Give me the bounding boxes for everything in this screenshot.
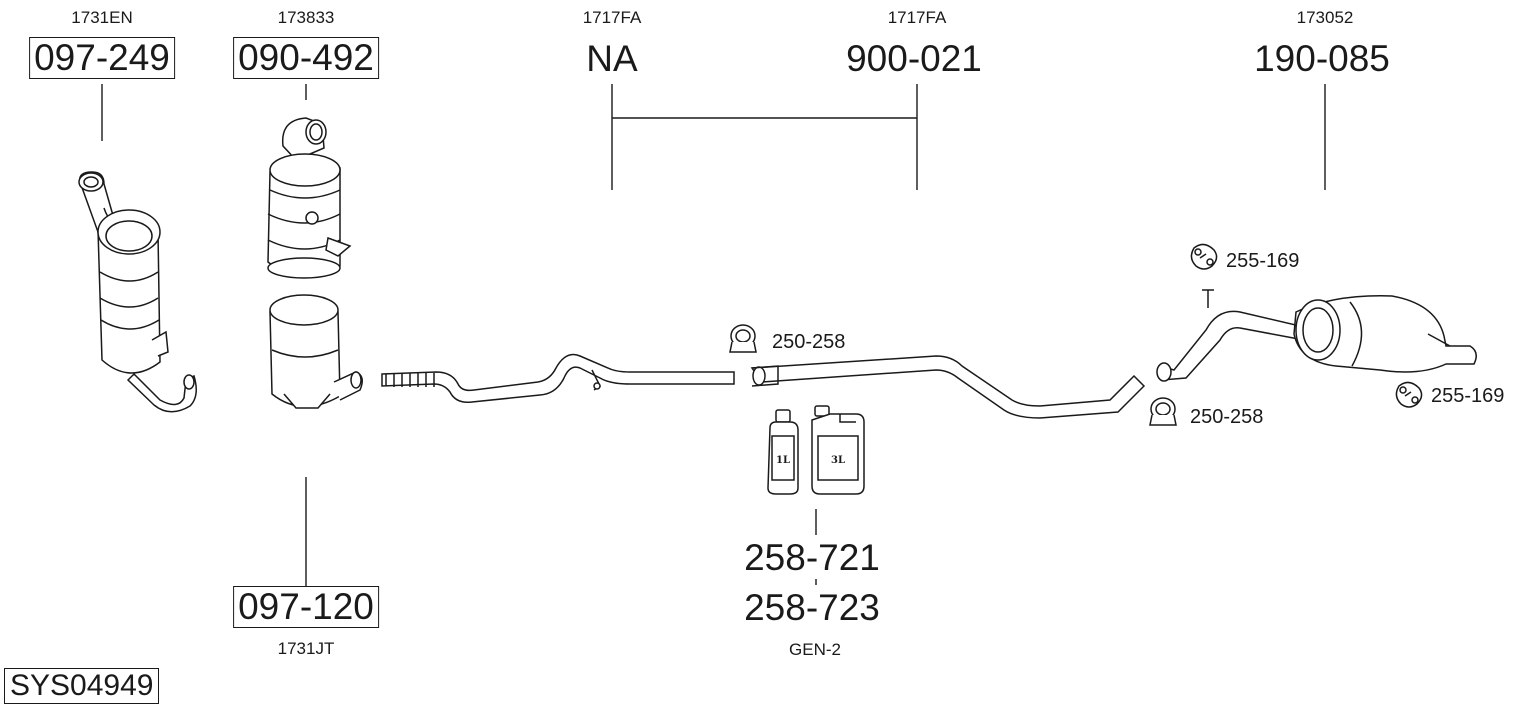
fluid-number-258-723[interactable]: 258-723 <box>744 587 880 628</box>
oe-code-label: 173052 <box>1296 8 1354 27</box>
fluid-code-label: GEN-2 <box>789 640 841 659</box>
bottle-small-label: 1L <box>776 455 790 466</box>
silencer-icon <box>1156 289 1477 382</box>
mount-number[interactable]: 255-169 <box>1431 385 1505 407</box>
bottle-large-label: 3L <box>831 455 845 466</box>
exhaust-pipe-icon <box>750 355 1146 419</box>
rubber-mount-icon <box>1190 243 1218 270</box>
rubber-mount-icon <box>1395 381 1423 408</box>
oe-code-label: 1717FA <box>582 8 642 27</box>
oe-code-label: 1717FA <box>887 8 947 27</box>
oe-code-label: 1731EN <box>71 8 133 27</box>
leader-line-900-021 <box>611 84 918 190</box>
clamp-number[interactable]: 250-258 <box>1190 406 1264 428</box>
particulate-filter-icon <box>267 117 352 279</box>
clamp-icon <box>1149 397 1177 426</box>
clamp-icon <box>729 324 757 353</box>
oe-code-label: 1731JT <box>277 639 335 658</box>
part-number-190-085[interactable]: 190-085 <box>1254 38 1390 79</box>
particulate-filter-icon <box>269 294 363 409</box>
part-number-na: NA <box>586 38 638 79</box>
part-number-097-249[interactable]: 097-249 <box>29 37 175 79</box>
clamp-number[interactable]: 250-258 <box>772 331 846 353</box>
fluid-bottle-icon: 1L <box>767 409 799 495</box>
mount-number[interactable]: 255-169 <box>1226 250 1300 272</box>
part-number-900-021[interactable]: 900-021 <box>846 38 982 79</box>
catalytic-converter-icon <box>78 171 197 413</box>
exhaust-pipe-icon <box>381 353 735 404</box>
fluid-number-258-721[interactable]: 258-721 <box>744 537 880 578</box>
system-code-label: SYS04949 <box>4 668 160 704</box>
oe-code-label: 173833 <box>277 8 335 27</box>
fluid-bottle-icon: 3L <box>811 405 865 495</box>
part-number-090-492[interactable]: 090-492 <box>233 37 379 79</box>
part-number-097-120[interactable]: 097-120 <box>233 586 379 628</box>
